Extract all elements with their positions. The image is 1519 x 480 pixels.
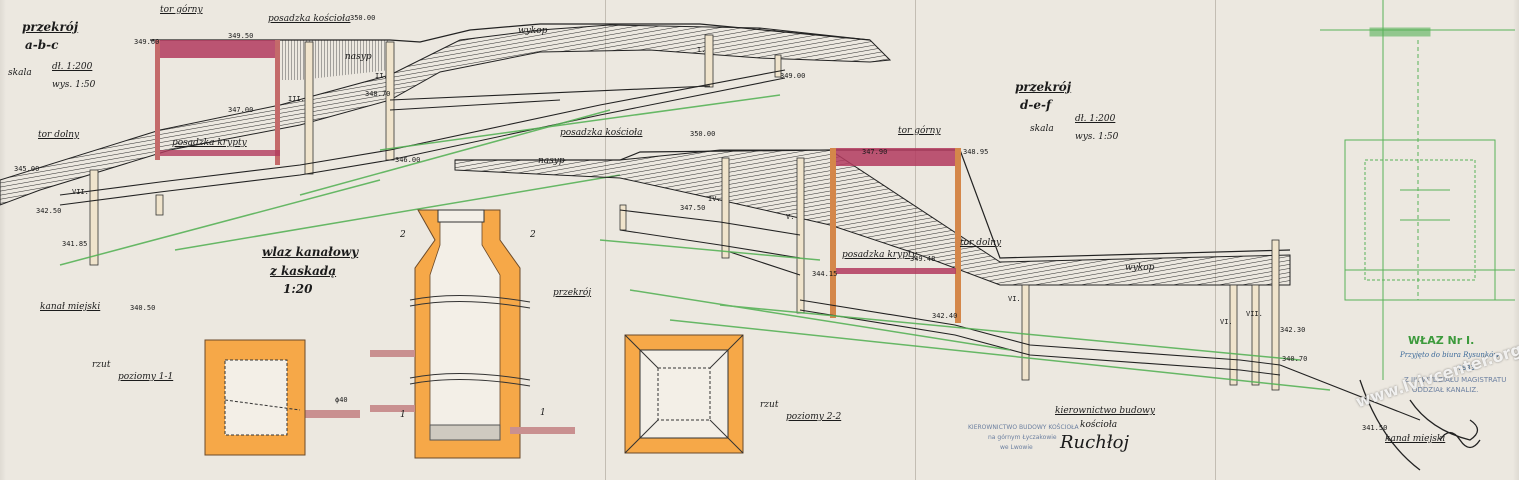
manhole-number: II.	[375, 72, 388, 80]
elevation-mark: 349.00	[780, 72, 806, 80]
upper-track-label-2: tor górny	[898, 126, 941, 136]
manhole-number: I.	[697, 46, 706, 54]
elevation-mark: 341.85	[62, 240, 88, 248]
manhole-number: VII.	[1246, 310, 1263, 318]
manhole-number: III.	[288, 95, 305, 103]
church-floor-label: posadzka kościoła	[268, 14, 351, 24]
elevation-mark: 347.90	[862, 148, 888, 156]
elevation-mark: 348.70	[365, 90, 391, 98]
section-2-right: 2	[530, 230, 536, 240]
plan-2-label-a: rzut	[760, 400, 779, 410]
embankment-label-2: nasyp	[538, 156, 565, 166]
green-annotations-abc	[59, 94, 781, 266]
manhole-title: wlaz kanałowy	[262, 245, 359, 259]
lower-track-label: tor dolny	[38, 130, 80, 140]
plan-1-label-a: rzut	[92, 360, 111, 370]
approval-note: Przyjęto do biura Rysunków	[1400, 351, 1500, 359]
elevation-mark: 349.50	[228, 32, 254, 40]
city-sewer-label-2: kanał miejski	[1385, 434, 1446, 444]
stamp-line-3: we Lwowie	[1000, 444, 1033, 451]
green-manhole-sketch	[1320, 0, 1515, 380]
manhole-number: IV.	[708, 195, 721, 203]
stamp-line-1: KIEROWNICTWO BUDOWY KOŚCIOŁA	[968, 424, 1079, 431]
manhole-scale: 1:20	[283, 282, 313, 296]
manhole-number: V.	[786, 213, 795, 221]
inlet-pipes	[300, 350, 575, 434]
ground-profile-def	[454, 149, 1291, 286]
plan-view-1-1	[204, 339, 306, 456]
department-stamp-line-1: Z III. WYDZIAŁU MAGISTRATU	[1404, 376, 1507, 384]
manhole-shafts-def	[619, 157, 1280, 391]
manhole-number-note: WŁAZ Nr I.	[1408, 334, 1475, 347]
section-def-scale-height: wys. 1:50	[1075, 132, 1119, 142]
section-def-title: przekrój	[1015, 80, 1072, 94]
elevation-mark: 349.60	[134, 38, 160, 46]
city-sewer-label: kanał miejski	[40, 302, 101, 312]
small-section-label: przekrój	[553, 288, 592, 298]
manhole-number: VI.	[1008, 295, 1021, 303]
section-def-scale-label: skala	[1030, 124, 1054, 134]
city-sewer-value: 340.50	[130, 304, 156, 312]
approval-date: 1933	[1458, 364, 1475, 372]
construction-management-label: kierownictwo budowy	[1055, 406, 1155, 416]
ink-flourish	[1359, 379, 1481, 471]
elevation-mark: 349.48	[910, 255, 936, 263]
elevation-mark: 346.00	[395, 156, 421, 164]
upper-track-label: tor górny	[160, 5, 203, 15]
section-1-left: 1	[400, 410, 406, 420]
elevation-mark: 345.00	[14, 165, 40, 173]
elevation-mark: 344.15	[812, 270, 838, 278]
excavation-label: wykop	[518, 26, 548, 36]
section-abc-scale-length: dł. 1:200	[52, 62, 93, 72]
signature: Ruchłoj	[1060, 432, 1130, 453]
section-def-code: d-e-f	[1020, 98, 1052, 112]
manhole-elevation-view	[409, 209, 531, 459]
manhole-subtitle: z kaskadą	[270, 264, 337, 278]
green-annotations-def	[599, 239, 1331, 391]
plan-view-2-2	[624, 334, 744, 454]
pipe-diameter: ϕ40	[335, 396, 348, 404]
stamp-line-2: na górnym Łyczakowie	[988, 434, 1057, 441]
embankment-label: nasyp	[345, 52, 372, 62]
section-def-scale-length: dł. 1:200	[1075, 114, 1116, 124]
church-floor-value: 350.00	[350, 14, 376, 22]
excavation-label-2: wykop	[1125, 263, 1155, 273]
elevation-mark: 342.40	[932, 312, 958, 320]
church-floor-value-2: 350.00	[690, 130, 716, 138]
crypt-frame-abc	[155, 40, 280, 165]
manhole-number: VI.	[1220, 318, 1233, 326]
section-abc-scale-label: skala	[8, 68, 32, 78]
elevation-mark: 347.00	[228, 106, 254, 114]
section-2-left: 2	[400, 230, 406, 240]
elevation-mark: 340.70	[1282, 355, 1308, 363]
plan-1-label-b: poziomy 1-1	[118, 372, 174, 382]
section-1-right: 1	[540, 408, 546, 418]
construction-management-sub: kościoła	[1080, 420, 1118, 430]
crypt-floor-label-2: posadzka krypty	[842, 250, 917, 260]
section-abc-title: przekrój	[22, 20, 79, 34]
department-stamp-line-2: ODDZIAŁ KANALIZ.	[1412, 386, 1479, 394]
section-abc-code: a-b-c	[25, 38, 59, 52]
elevation-mark: 342.30	[1280, 326, 1306, 334]
manhole-number: VII.	[72, 188, 89, 196]
section-abc-scale-height: wys. 1:50	[52, 80, 96, 90]
lower-track-label-2: tor dolny	[960, 238, 1002, 248]
elevation-mark: 342.50	[36, 207, 62, 215]
elevation-mark: 348.95	[963, 148, 989, 156]
fold-line	[1215, 0, 1216, 480]
elevation-mark: 341.50	[1362, 424, 1388, 432]
crypt-floor-label: posadzka krypty	[172, 138, 247, 148]
plan-2-label-b: poziomy 2-2	[786, 412, 842, 422]
church-floor-label-2: posadzka kościoła	[560, 128, 643, 138]
crypt-frame-def	[830, 148, 961, 323]
sewer-pipes-abc	[59, 69, 786, 206]
sewer-pipes-def	[619, 209, 1421, 421]
elevation-mark: 347.50	[680, 204, 706, 212]
